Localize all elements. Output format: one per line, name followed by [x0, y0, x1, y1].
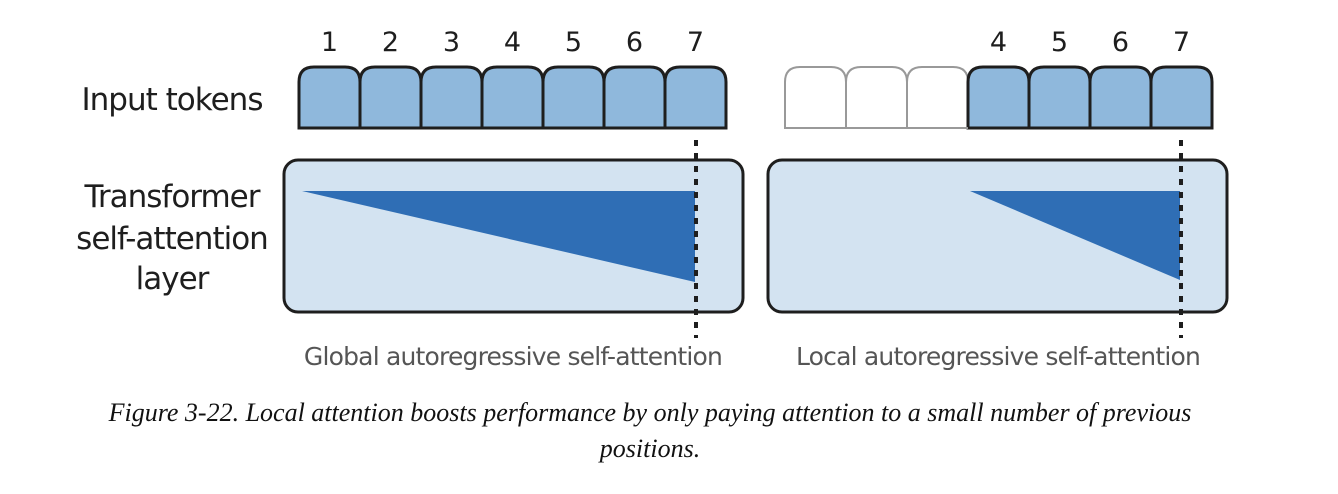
token-number: 5: [1051, 27, 1068, 58]
token-number: 7: [687, 27, 704, 58]
figure-caption: Figure 3-22. Local attention boosts perf…: [108, 398, 1192, 463]
token-number: 1: [321, 27, 338, 58]
token-box: [845, 66, 908, 129]
token-box: [602, 65, 667, 130]
row-label-layer-line-1: Transformer: [83, 179, 260, 215]
token-box: [1027, 65, 1092, 130]
token-number: 6: [626, 27, 643, 58]
token-number: 2: [382, 27, 399, 58]
attention-diagram: Input tokens Transformer self-attention …: [76, 27, 1229, 371]
token-box: [480, 65, 545, 130]
token-number: 5: [565, 27, 582, 58]
local-subcaption: Local autoregressive self-attention: [796, 342, 1200, 371]
token-box: [1149, 65, 1214, 130]
local-token-row: 4 5 6 7: [784, 27, 1214, 130]
row-label-input-tokens: Input tokens: [82, 82, 263, 118]
token-box: [297, 65, 362, 130]
global-panel: 1 2 3 4 5 6 7 Global autoregressive self-atten…: [282, 27, 745, 371]
row-label-layer-line-3: layer: [136, 261, 210, 297]
token-number: 7: [1173, 27, 1190, 58]
row-label-layer-line-2: self-attention: [76, 221, 268, 257]
token-box: [784, 66, 847, 129]
token-box: [966, 65, 1031, 130]
local-panel: 4 5 6 7 Local autoregressive self-attention: [766, 27, 1229, 371]
global-subcaption: Global autoregressive self-attention: [304, 342, 722, 371]
local-attention-triangle: [970, 191, 1180, 280]
token-box: [663, 65, 728, 130]
token-number: 6: [1112, 27, 1129, 58]
token-number: 4: [504, 27, 521, 58]
global-token-row: 1 2 3 4 5 6 7: [297, 27, 728, 130]
token-box: [906, 66, 969, 129]
token-box: [419, 65, 484, 130]
global-attention-triangle: [302, 191, 695, 282]
token-box: [358, 65, 423, 130]
token-number: 3: [443, 27, 460, 58]
token-box: [1088, 65, 1153, 130]
token-number: 4: [990, 27, 1007, 58]
token-box: [541, 65, 606, 130]
